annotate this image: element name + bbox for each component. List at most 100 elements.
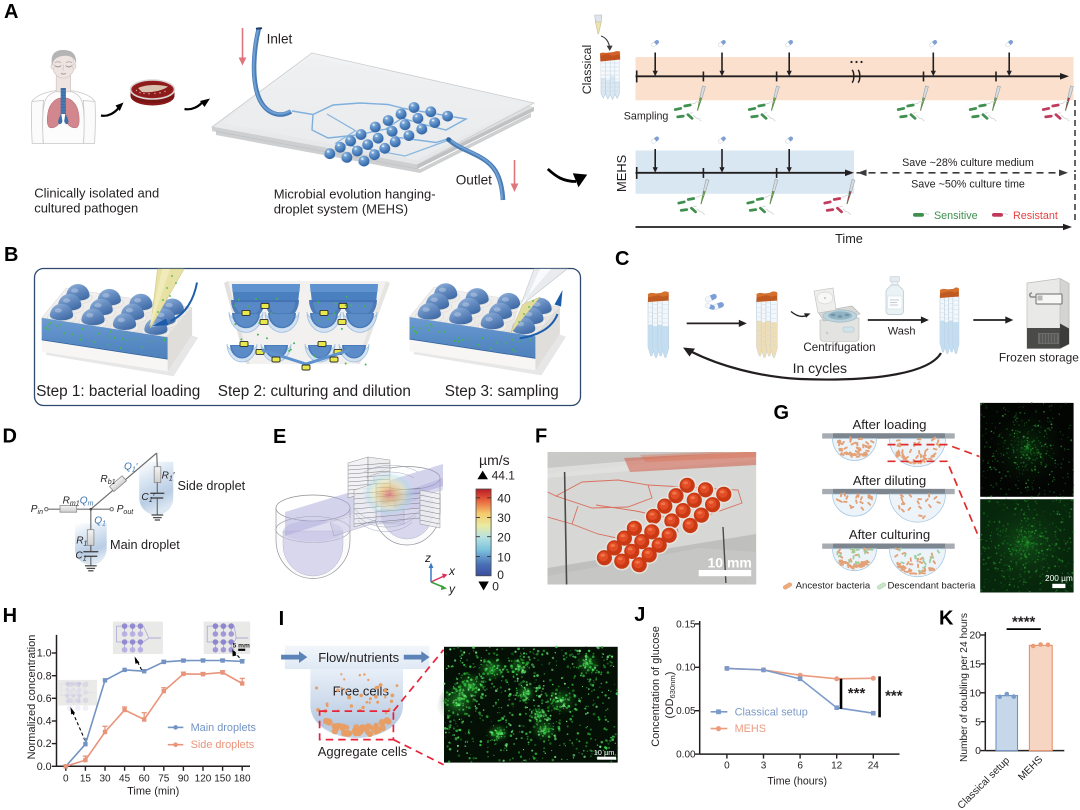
svg-text:Time: Time <box>835 232 863 246</box>
svg-text:After loading: After loading <box>852 417 926 432</box>
svg-text:Number of doubling per 24 hour: Number of doubling per 24 hours <box>959 613 970 762</box>
svg-text:C: C <box>615 248 629 270</box>
svg-text:10 mm: 10 mm <box>708 555 752 571</box>
svg-text:10: 10 <box>969 687 981 699</box>
svg-text:Step 3: sampling: Step 3: sampling <box>445 383 559 400</box>
svg-text:****: **** <box>1012 614 1036 631</box>
svg-text:Aggregate cells: Aggregate cells <box>318 744 408 759</box>
svg-text:60: 60 <box>139 774 151 785</box>
svg-text:0.2: 0.2 <box>37 738 52 750</box>
svg-text:6: 6 <box>797 760 803 771</box>
svg-text:Frozen storage: Frozen storage <box>999 351 1079 365</box>
svg-text:0.6: 0.6 <box>37 693 52 705</box>
svg-text:In cycles: In cycles <box>793 360 847 376</box>
svg-text:H: H <box>3 605 17 627</box>
svg-text:F: F <box>535 426 547 448</box>
svg-text:Sampling: Sampling <box>624 110 669 122</box>
svg-text:0.05: 0.05 <box>676 706 696 717</box>
svg-text:15: 15 <box>969 659 981 671</box>
svg-text:z: z <box>424 551 431 565</box>
svg-text:D: D <box>3 426 17 448</box>
svg-text:K: K <box>939 608 954 630</box>
svg-text:45: 45 <box>119 774 131 785</box>
svg-text:y: y <box>448 582 456 596</box>
svg-text:0.10: 0.10 <box>676 663 696 674</box>
svg-text:44.1: 44.1 <box>492 469 516 483</box>
svg-text:Side droplet: Side droplet <box>178 479 246 493</box>
svg-text:Sensitive: Sensitive <box>934 210 978 222</box>
svg-text:10: 10 <box>497 550 511 564</box>
svg-text:0: 0 <box>492 580 499 594</box>
svg-text:150: 150 <box>214 774 231 785</box>
svg-text:B: B <box>4 244 18 266</box>
svg-text:Main droplet: Main droplet <box>110 538 180 552</box>
svg-text:MEHS: MEHS <box>735 723 766 735</box>
svg-text:E: E <box>273 426 286 448</box>
svg-text:x: x <box>448 564 456 578</box>
svg-text:3: 3 <box>761 760 767 771</box>
svg-text:Inlet: Inlet <box>267 31 293 46</box>
svg-text:0.8: 0.8 <box>37 670 52 682</box>
svg-text:Outlet: Outlet <box>456 173 492 188</box>
svg-text:(OD630nm): (OD630nm) <box>664 672 677 719</box>
svg-text:Classical: Classical <box>580 45 594 95</box>
svg-text:A: A <box>4 1 18 23</box>
svg-text:5 mm: 5 mm <box>233 643 250 650</box>
svg-text:Step 1: bacterial loading: Step 1: bacterial loading <box>36 383 200 400</box>
svg-text:Q1: Q1 <box>94 515 106 527</box>
svg-text:Save ~50% culture time: Save ~50% culture time <box>911 179 1025 191</box>
svg-text:0: 0 <box>975 745 981 757</box>
svg-text:120: 120 <box>195 774 212 785</box>
svg-text:20: 20 <box>969 630 981 642</box>
svg-text:Save ~28% culture medium: Save ~28% culture medium <box>902 157 1034 169</box>
svg-text:20: 20 <box>497 530 511 544</box>
svg-text:0: 0 <box>497 568 504 582</box>
svg-text:0.4: 0.4 <box>37 716 52 728</box>
svg-text:Main droplets: Main droplets <box>191 722 257 734</box>
svg-text:0: 0 <box>724 760 730 771</box>
svg-text:G: G <box>774 402 790 424</box>
svg-text:After diluting: After diluting <box>853 473 926 488</box>
svg-text:0.15: 0.15 <box>676 619 696 630</box>
svg-text:Clinically isolated and: Clinically isolated and <box>34 185 159 200</box>
svg-text:180: 180 <box>234 774 251 785</box>
svg-text:C1: C1 <box>75 550 86 562</box>
svg-text:Resistant: Resistant <box>1013 210 1058 222</box>
svg-text:Classical setup: Classical setup <box>735 706 808 718</box>
svg-text:1.0: 1.0 <box>37 648 52 660</box>
svg-text:Microbial evolution hanging-: Microbial evolution hanging- <box>274 186 436 201</box>
svg-text:Q1′: Q1′ <box>124 461 138 473</box>
svg-text:75: 75 <box>158 774 170 785</box>
svg-text:40: 40 <box>497 492 511 506</box>
svg-text:200 µm: 200 µm <box>1045 573 1073 583</box>
svg-text:12: 12 <box>831 760 843 771</box>
svg-text:***: *** <box>885 688 903 705</box>
svg-text:µm/s: µm/s <box>479 452 510 468</box>
svg-text:10 µm: 10 µm <box>594 748 615 757</box>
svg-text:30: 30 <box>99 774 111 785</box>
svg-text:Step 2: culturing and dilution: Step 2: culturing and dilution <box>218 383 411 400</box>
svg-text:0.00: 0.00 <box>676 750 696 761</box>
svg-text:MEHS: MEHS <box>614 155 629 192</box>
svg-text:R1: R1 <box>76 535 87 547</box>
svg-text:droplet system (MEHS): droplet system (MEHS) <box>274 201 408 216</box>
svg-text:Centrifugation: Centrifugation <box>803 341 875 354</box>
svg-text:5: 5 <box>975 716 981 728</box>
svg-text:Time (min): Time (min) <box>127 786 179 798</box>
svg-text:Ancestor bacteria: Ancestor bacteria <box>796 581 871 592</box>
svg-text:***: *** <box>848 685 866 702</box>
svg-text:90: 90 <box>178 774 190 785</box>
svg-text:Flow/nutrients: Flow/nutrients <box>318 650 399 665</box>
svg-text:0: 0 <box>63 774 69 785</box>
svg-text:Concentration of glucose: Concentration of glucose <box>650 626 662 746</box>
svg-text:Time (hours): Time (hours) <box>767 776 827 788</box>
svg-text:Descendant bacteria: Descendant bacteria <box>888 581 977 592</box>
svg-text:J: J <box>634 604 645 626</box>
svg-text:Wash: Wash <box>888 326 916 338</box>
svg-text:I: I <box>279 608 285 630</box>
svg-text:0.0: 0.0 <box>37 761 52 773</box>
svg-text:After culturing: After culturing <box>849 527 930 542</box>
svg-text:24: 24 <box>868 760 880 771</box>
svg-text:Normalized concentration: Normalized concentration <box>26 635 38 760</box>
svg-text:30: 30 <box>497 511 511 525</box>
